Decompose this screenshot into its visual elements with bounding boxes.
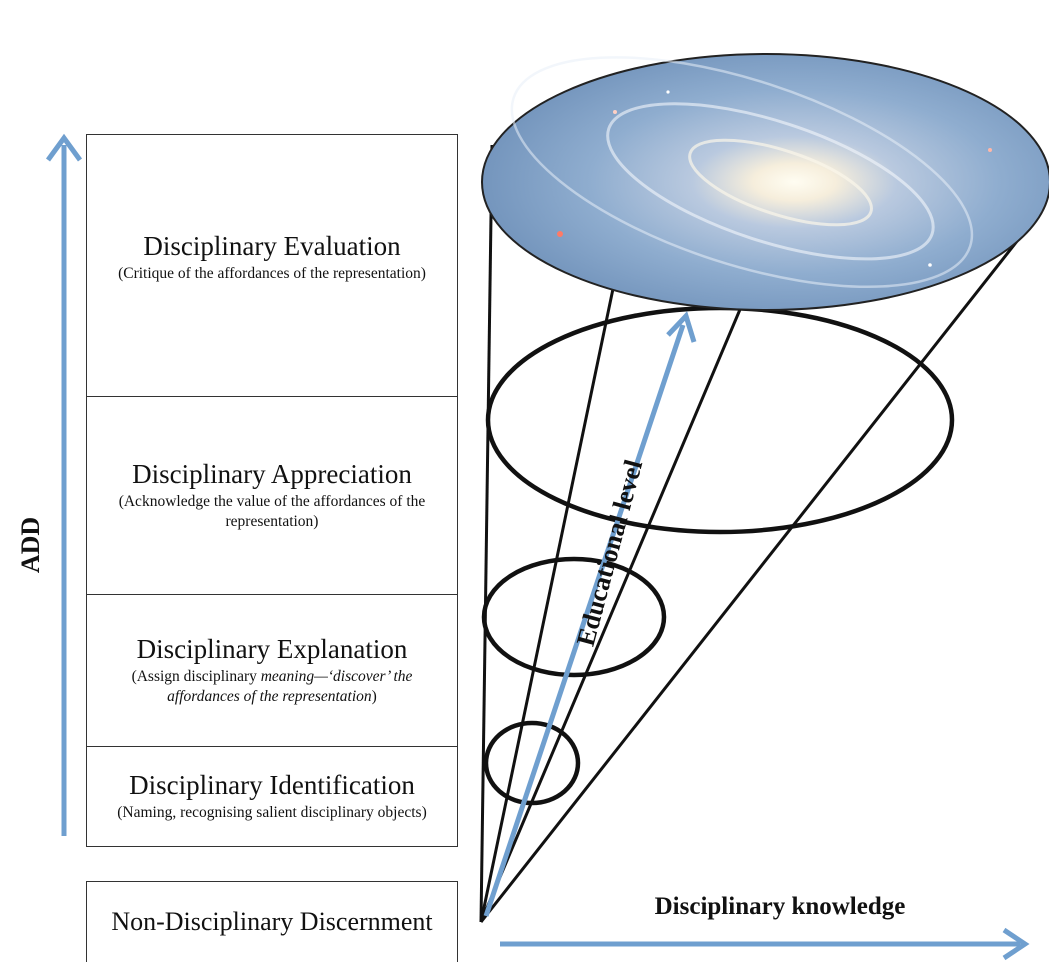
desc-prefix: (Assign disciplinary — [131, 667, 261, 685]
level-box-identification: Disciplinary Identification (Naming, rec… — [86, 746, 458, 847]
educational-level-arrowhead — [666, 311, 697, 343]
level-description: (Acknowledge the value of the affordance… — [118, 492, 426, 531]
level-description: (Naming, recognising salient disciplinar… — [117, 803, 427, 821]
cone-rings — [481, 305, 955, 806]
desc-suffix: ) — [371, 688, 377, 706]
level-box-appreciation: Disciplinary Appreciation (Acknowledge t… — [86, 396, 458, 595]
level-title: Disciplinary Explanation — [136, 633, 408, 664]
knowledge-axis-label: Disciplinary knowledge — [654, 893, 906, 920]
level-title: Non-Disciplinary Discernment — [111, 906, 433, 936]
desc-italic: meaning—‘discover’ the affordances of th… — [167, 667, 413, 706]
level-title: Disciplinary Identification — [129, 769, 415, 800]
level-description: (Assign disciplinary meaning—‘discover’ … — [87, 667, 457, 707]
educational-level-arrow — [483, 324, 686, 917]
level-description: (Critique of the affordances of the repr… — [118, 265, 426, 283]
level-box-non-disciplinary: Non-Disciplinary Discernment — [86, 881, 458, 962]
add-axis-label: ADD — [16, 516, 45, 574]
level-title: Disciplinary Evaluation — [143, 231, 401, 261]
cone-lines — [479, 144, 1042, 923]
galaxy-image — [481, 53, 1049, 311]
level-box-evaluation: Disciplinary Evaluation (Critique of the… — [86, 134, 458, 397]
knowledge-axis-arrowhead — [1002, 927, 1030, 961]
level-box-explanation: Disciplinary Explanation (Assign discipl… — [86, 594, 458, 747]
add-axis-arrowhead — [45, 133, 83, 162]
level-title: Disciplinary Appreciation — [132, 458, 412, 489]
